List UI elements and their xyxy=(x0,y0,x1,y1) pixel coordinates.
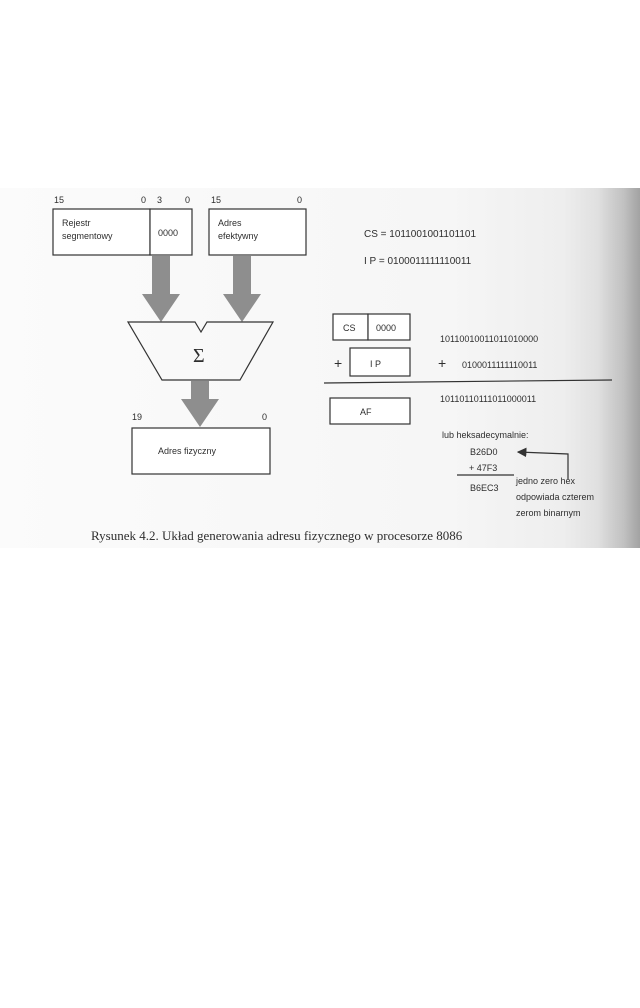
af-box-label: AF xyxy=(360,407,372,417)
sum-divider-line xyxy=(323,379,613,384)
cs-binary-value: 10110010011011010000 xyxy=(440,334,538,344)
segment-bit-low-label: 0 xyxy=(141,195,146,205)
plus-sign-left: + xyxy=(334,355,342,371)
physical-address-box xyxy=(131,427,271,475)
cs-value-text: CS = 1011001001101101 xyxy=(364,229,476,240)
physical-address-label: Adres fizyczny xyxy=(158,446,217,456)
hex-cs-value: B26D0 xyxy=(470,447,498,457)
extension-bit-high-label: 3 xyxy=(157,195,162,205)
af-binary-value: 10110110111011000011 xyxy=(440,394,536,404)
segment-extension-box xyxy=(149,208,193,256)
effective-address-register: 15 0 Adres efektywny xyxy=(208,195,307,256)
extension-bit-low-label: 0 xyxy=(185,195,190,205)
ip-box-label: I P xyxy=(370,359,381,369)
physical-bit-high-label: 19 xyxy=(132,412,142,422)
physical-bit-low-label: 0 xyxy=(262,412,267,422)
segment-to-adder-arrow xyxy=(142,256,180,322)
ip-value-text: I P = 0100011111110011 xyxy=(364,256,472,267)
effective-address-label-2: efektywny xyxy=(218,231,259,241)
hex-intro-text: lub heksadecymalnie: xyxy=(442,430,529,440)
segment-extension-value: 0000 xyxy=(158,228,178,238)
sigma-symbol: Σ xyxy=(193,345,205,367)
segment-register: 15 0 3 0 Rejestr segmentowy 0000 xyxy=(52,195,193,256)
effective-bit-low-label: 0 xyxy=(297,195,302,205)
cs-box-extension: 0000 xyxy=(376,323,396,333)
physical-address-register: 19 0 Adres fizyczny xyxy=(131,412,271,475)
effective-address-box xyxy=(208,208,307,256)
figure-caption: Rysunek 4.2. Układ generowania adresu fi… xyxy=(91,528,463,543)
segment-bit-high-label: 15 xyxy=(54,195,64,205)
hex-result-value: B6EC3 xyxy=(470,483,499,493)
effective-bit-high-label: 15 xyxy=(211,195,221,205)
segment-register-label-1: Rejestr xyxy=(62,218,91,228)
cs-extension-box xyxy=(367,313,411,341)
ip-label-box xyxy=(349,347,411,377)
segment-register-box xyxy=(52,208,151,256)
page-binding-shadow xyxy=(598,188,640,548)
note-line-2: odpowiada czterem xyxy=(516,492,594,502)
af-label-box xyxy=(329,397,411,425)
ip-binary-value: 0100011111110011 xyxy=(462,360,537,370)
adder-shape xyxy=(126,321,275,381)
note-line-3: zerom binarnym xyxy=(516,508,581,518)
segment-register-label-2: segmentowy xyxy=(62,231,113,241)
cs-box-label: CS xyxy=(343,323,356,333)
example-calculation: CS = 1011001001101101 I P = 010001111111… xyxy=(323,229,613,518)
adder-block: Σ xyxy=(126,321,275,381)
adder-to-physical-arrow xyxy=(181,381,219,427)
note-pointer-arrow xyxy=(516,447,569,479)
hex-ip-value: + 47F3 xyxy=(469,463,497,473)
plus-sign-right: + xyxy=(438,355,446,371)
effective-address-label-1: Adres xyxy=(218,218,242,228)
note-line-1: jedno zero hex xyxy=(515,476,576,486)
effective-to-adder-arrow xyxy=(223,256,261,322)
